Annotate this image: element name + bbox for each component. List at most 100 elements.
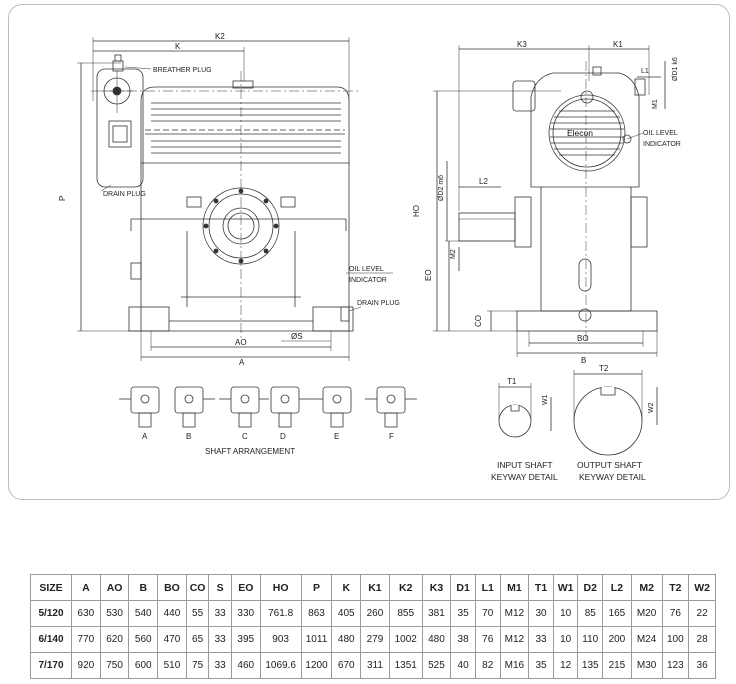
brand-label: Elecon <box>567 128 593 138</box>
drawing-labels: K2 K BREATHER PLUG DRAIN PLUG P OIL LEVE… <box>58 32 681 482</box>
table-cell: 38 <box>450 626 476 653</box>
column-header: K3 <box>421 574 452 601</box>
dim-co-label: CO <box>474 315 483 327</box>
table-cell: 761.8 <box>259 600 302 627</box>
table-cell: 770 <box>71 626 101 653</box>
dim-ho-label: HO <box>412 205 421 217</box>
drain-plug-label-left: DRAIN PLUG <box>103 191 146 198</box>
side-view <box>433 45 666 357</box>
table-cell: 85 <box>577 600 604 627</box>
oil-level-label-front-2: INDICATOR <box>349 277 387 284</box>
table-cell: M30 <box>630 652 663 679</box>
output-keyway-caption-1: OUTPUT SHAFT <box>577 460 642 470</box>
dim-d1-label: ØD1 k6 <box>672 57 679 81</box>
size-cell: 6/140 <box>29 626 73 653</box>
table-cell: 480 <box>421 626 452 653</box>
table-cell: 863 <box>300 600 333 627</box>
shaft-variant-c: C <box>242 432 248 441</box>
table-cell: 82 <box>474 652 501 679</box>
size-cell: 7/170 <box>29 652 73 679</box>
column-header: M2 <box>630 574 663 601</box>
table-cell: 670 <box>331 652 362 679</box>
column-header: A <box>71 574 101 601</box>
dim-k1-label: K1 <box>613 40 623 49</box>
output-keyway-w-label: W2 <box>648 402 655 413</box>
shaft-variant-f: F <box>389 432 394 441</box>
table-cell: 30 <box>528 600 554 627</box>
dim-ao-label: AO <box>235 338 247 347</box>
size-cell: 5/120 <box>29 600 73 627</box>
table-cell: 10 <box>552 600 579 627</box>
column-header: K2 <box>388 574 423 601</box>
column-header: D2 <box>577 574 604 601</box>
column-header: T2 <box>661 574 690 601</box>
column-header: HO <box>259 574 302 601</box>
table-cell: 260 <box>360 600 390 627</box>
table-header-row: SIZE A AO B BO CO S EO HO P K K1 K2 K3 D… <box>29 574 716 601</box>
column-header: T1 <box>528 574 554 601</box>
table-cell: 903 <box>259 626 302 653</box>
table-cell: 33 <box>208 600 232 627</box>
table-cell: 75 <box>185 652 210 679</box>
shaft-variant-b: B <box>186 432 191 441</box>
table-cell: 630 <box>71 600 101 627</box>
table-cell: 33 <box>208 652 232 679</box>
dim-b-label: B <box>581 356 586 365</box>
table-cell: 35 <box>528 652 554 679</box>
table-cell: 1200 <box>300 652 333 679</box>
table-cell: 855 <box>388 600 423 627</box>
gearbox-drawing: K2 K BREATHER PLUG DRAIN PLUG P OIL LEVE… <box>58 32 681 482</box>
table-cell: 12 <box>552 652 579 679</box>
table-cell: 920 <box>71 652 101 679</box>
table-cell: 70 <box>474 600 501 627</box>
keyway-details <box>498 370 658 456</box>
input-keyway-caption-1: INPUT SHAFT <box>497 460 553 470</box>
table-cell: 165 <box>602 600 632 627</box>
table-cell: 540 <box>128 600 159 627</box>
column-header: SIZE <box>29 574 73 601</box>
table-cell: 100 <box>661 626 690 653</box>
table-cell: 620 <box>99 626 130 653</box>
dim-k-label: K <box>175 42 181 51</box>
table-cell: 560 <box>128 626 159 653</box>
table-cell: 530 <box>99 600 130 627</box>
table-cell: 311 <box>360 652 390 679</box>
table-cell: M24 <box>630 626 663 653</box>
table-cell: 36 <box>688 652 716 679</box>
table-cell: 123 <box>661 652 690 679</box>
input-keyway-w-label: W1 <box>542 394 549 405</box>
table-cell: 135 <box>577 652 604 679</box>
table-cell: 1069.6 <box>259 652 302 679</box>
column-header: EO <box>230 574 261 601</box>
oil-level-label-front-1: OIL LEVEL <box>349 266 384 273</box>
shaft-variant-a: A <box>142 432 148 441</box>
dim-m2-label: M2 <box>450 249 457 259</box>
table-cell: 405 <box>331 600 362 627</box>
table-cell: 480 <box>331 626 362 653</box>
table-cell: 40 <box>450 652 476 679</box>
dim-l2-label: L2 <box>479 177 488 186</box>
table-cell: 395 <box>230 626 261 653</box>
input-keyway-caption-2: KEYWAY DETAIL <box>491 472 558 482</box>
table-cell: 1011 <box>300 626 333 653</box>
table-cell: 1002 <box>388 626 423 653</box>
table-cell: 440 <box>157 600 187 627</box>
table-cell: 215 <box>602 652 632 679</box>
table-cell: 28 <box>688 626 716 653</box>
table-cell: M12 <box>499 600 530 627</box>
column-header: K1 <box>360 574 390 601</box>
shaft-arrangement-caption: SHAFT ARRANGEMENT <box>205 447 295 456</box>
table-cell: 470 <box>157 626 187 653</box>
table-cell: 200 <box>602 626 632 653</box>
shaft-variant-e: E <box>334 432 339 441</box>
dim-s-label: ØS <box>291 332 303 341</box>
column-header: L1 <box>474 574 501 601</box>
table-cell: 330 <box>230 600 261 627</box>
column-header: M1 <box>499 574 530 601</box>
table-cell: 22 <box>688 600 716 627</box>
drain-plug-label-right: DRAIN PLUG <box>357 300 400 307</box>
table-cell: M16 <box>499 652 530 679</box>
table-cell: 10 <box>552 626 579 653</box>
